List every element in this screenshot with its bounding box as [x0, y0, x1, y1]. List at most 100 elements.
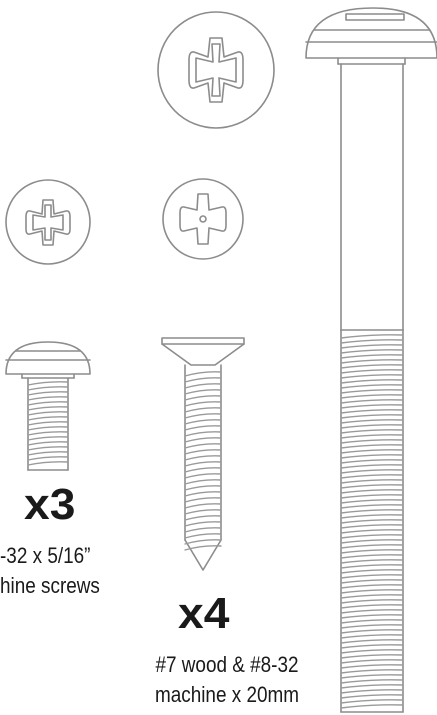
thread-line: [184, 461, 222, 467]
thread-line: [27, 401, 69, 406]
thread-small-screw: [27, 381, 69, 466]
pan-head-machine-screw-icon: [5, 341, 91, 471]
thread-line: [340, 404, 404, 409]
thread-line: [340, 614, 404, 619]
thread-line: [340, 609, 404, 614]
thread-line: [340, 694, 404, 699]
thread-line: [27, 411, 69, 416]
thread-line: [340, 574, 404, 579]
thread-line: [184, 467, 222, 473]
thread-line: [184, 443, 222, 449]
thread-line: [27, 436, 69, 441]
thread-line: [184, 509, 222, 515]
thread-line: [340, 519, 404, 524]
thread-line: [340, 474, 404, 479]
thread-line: [184, 515, 222, 521]
phillips-head-large-icon: [157, 11, 275, 129]
thread-line: [27, 416, 69, 421]
thread-line: [340, 599, 404, 604]
thread-line: [340, 629, 404, 634]
thread-line: [340, 494, 404, 499]
thread-line: [340, 664, 404, 669]
thread-line: [27, 441, 69, 446]
thread-wood-screw: [184, 371, 222, 551]
thread-line: [340, 429, 404, 434]
thread-line: [340, 439, 404, 444]
thread-line: [27, 406, 69, 411]
thread-line: [340, 604, 404, 609]
thread-line: [340, 509, 404, 514]
thread-line: [340, 419, 404, 424]
thread-line: [340, 414, 404, 419]
thread-line: [27, 426, 69, 431]
thread-line: [184, 437, 222, 443]
thread-line: [184, 497, 222, 503]
thread-line: [27, 396, 69, 401]
thread-line: [184, 539, 222, 545]
thread-line: [340, 534, 404, 539]
thread-line: [184, 407, 222, 413]
thread-line: [340, 639, 404, 644]
thread-line: [340, 504, 404, 509]
thread-line: [340, 624, 404, 629]
thread-line: [340, 564, 404, 569]
thread-line: [184, 485, 222, 491]
thread-line: [340, 559, 404, 564]
thread-line: [340, 619, 404, 624]
thread-line: [184, 413, 222, 419]
thread-line: [340, 549, 404, 554]
flat-head-wood-screw-icon: [161, 337, 245, 571]
thread-line: [184, 491, 222, 497]
thread-line: [340, 704, 404, 709]
phillips-head-medium-icon: [162, 178, 244, 260]
thread-line: [340, 649, 404, 654]
thread-line: [340, 689, 404, 694]
thread-line: [27, 386, 69, 391]
thread-line: [340, 584, 404, 589]
thread-line: [340, 464, 404, 469]
thread-line: [340, 349, 404, 354]
phillips-head-small-icon: [5, 179, 91, 265]
thread-line: [340, 459, 404, 464]
thread-line: [27, 381, 69, 386]
thread-line: [340, 339, 404, 344]
thread-line: [340, 389, 404, 394]
thread-line: [340, 444, 404, 449]
thread-line: [340, 699, 404, 704]
thread-line: [184, 533, 222, 539]
thread-line: [184, 455, 222, 461]
thread-line: [184, 527, 222, 533]
thread-line: [340, 359, 404, 364]
thread-line: [340, 399, 404, 404]
thread-line: [340, 579, 404, 584]
thread-line: [27, 431, 69, 436]
thread-line: [184, 479, 222, 485]
thread-line: [340, 659, 404, 664]
thread-line: [340, 424, 404, 429]
thread-line: [184, 545, 222, 551]
thread-line: [340, 684, 404, 689]
thread-line: [340, 674, 404, 679]
thread-line: [340, 449, 404, 454]
thread-line: [340, 634, 404, 639]
small-screw-quantity: x3: [24, 480, 76, 529]
wood-screw-desc-line1: #7 wood & #8-32: [155, 652, 299, 677]
thread-line: [340, 454, 404, 459]
thread-line: [340, 669, 404, 674]
wood-screw-desc-line2: machine x 20mm: [154, 682, 300, 707]
thread-line: [340, 479, 404, 484]
thread-line: [340, 379, 404, 384]
thread-line: [27, 461, 69, 466]
thread-line: [340, 529, 404, 534]
thread-line: [340, 334, 404, 339]
thread-line: [340, 354, 404, 359]
thread-line: [340, 654, 404, 659]
small-screw-desc-line2: hine screws: [0, 573, 100, 598]
thread-line: [340, 569, 404, 574]
thread-line: [340, 344, 404, 349]
thread-line: [184, 401, 222, 407]
wood-screw-description: #7 wood & #8-32 machine x 20mm: [128, 650, 326, 710]
thread-line: [184, 419, 222, 425]
thread-line: [340, 589, 404, 594]
thread-line: [340, 544, 404, 549]
